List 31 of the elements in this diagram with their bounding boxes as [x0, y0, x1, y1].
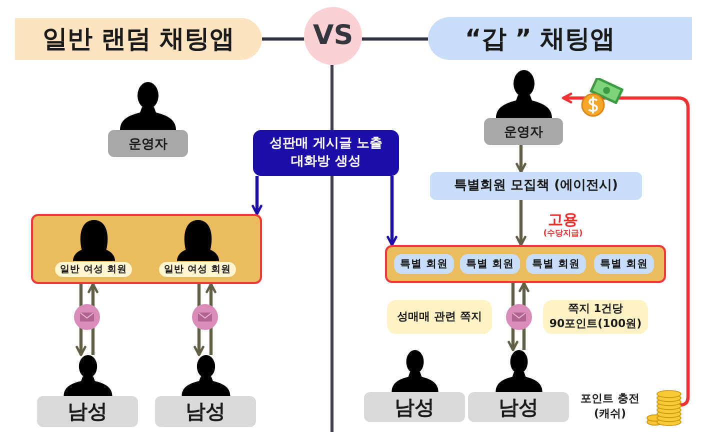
role-label: 남성 — [468, 392, 569, 422]
role-label: 운영자 — [484, 118, 563, 145]
role-label: 남성 — [37, 396, 138, 427]
arrow — [252, 176, 262, 216]
member-tag: 특별 회원 — [394, 254, 454, 274]
arrow — [562, 92, 690, 407]
edge-label: 고용 — [548, 210, 578, 229]
note-box: 쪽지 1건당 90포인트(100원) — [543, 300, 648, 334]
role-label: 남성 — [155, 396, 256, 427]
arrow — [516, 145, 526, 174]
member-tag: 일반 여성 회원 — [159, 262, 236, 277]
arrow — [516, 200, 526, 246]
versus-circle: VS — [304, 7, 362, 65]
member-tag: 특별 회원 — [460, 254, 520, 274]
process-box: 특별회원 모집책 (에이전시) — [430, 172, 642, 200]
member-tag: 일반 여성 회원 — [55, 262, 132, 277]
role-label: 운영자 — [108, 130, 188, 157]
member-tag: 특별 회원 — [526, 254, 586, 274]
group-box — [385, 245, 666, 283]
callout-box: 성판매 게시글 노출 대화방 생성 — [253, 130, 399, 176]
group-box — [31, 214, 262, 284]
annotation-text: (수당지급) — [543, 228, 583, 238]
title-banner: 일반 랜덤 채팅앱 — [15, 18, 262, 60]
note-box: 성매매 관련 쪽지 — [387, 300, 492, 334]
arrow — [386, 176, 398, 246]
caption-text: 포인트 충전 (캐쉬) — [580, 391, 640, 422]
role-label: 남성 — [364, 392, 465, 422]
connector-line — [362, 37, 428, 41]
member-tag: 특별 회원 — [594, 254, 654, 274]
connector-line — [262, 37, 304, 41]
title-banner: “갑 ” 채팅앱 — [428, 17, 692, 60]
